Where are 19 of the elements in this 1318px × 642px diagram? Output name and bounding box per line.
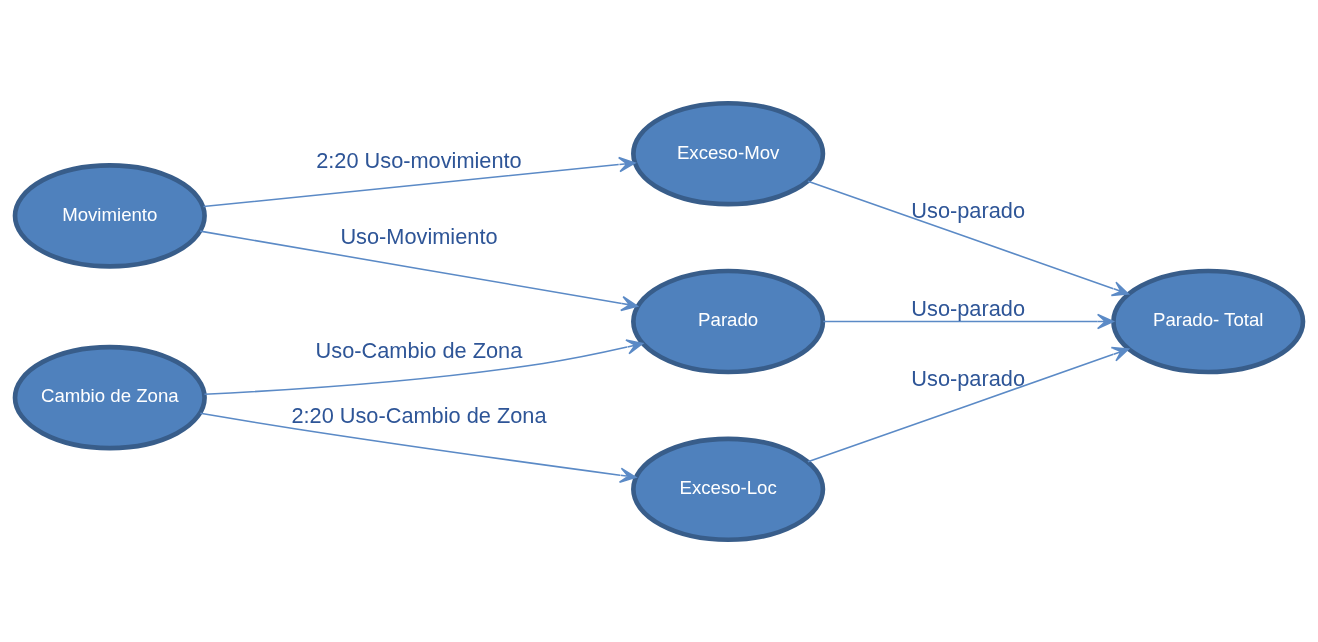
arrow [807,179,1130,296]
edge-label: Uso-parado [911,197,1025,223]
node-ellipse: Cambio de Zona [12,344,207,450]
node-ellipse: Exceso-Mov [631,100,826,207]
edge-label: 2:20 Uso-Cambio de Zona [291,402,547,428]
edge-label: Uso-parado [911,295,1025,321]
edge-label: Uso-Cambio de Zona [315,337,523,363]
edge-label: Uso-parado [911,365,1025,391]
edge-label: 2:20 Uso-movimiento [316,147,522,173]
node-ellipse: Movimiento [12,162,207,269]
arrow [807,346,1130,463]
edge-label: Uso-Movimiento [340,223,498,249]
node-ellipse: Parado [631,268,826,374]
arrow [203,338,644,395]
node-ellipse: Exceso-Loc [631,435,826,542]
arrow [199,411,637,483]
arrow [822,313,1114,329]
arrow [202,156,636,207]
arrow [199,229,639,311]
